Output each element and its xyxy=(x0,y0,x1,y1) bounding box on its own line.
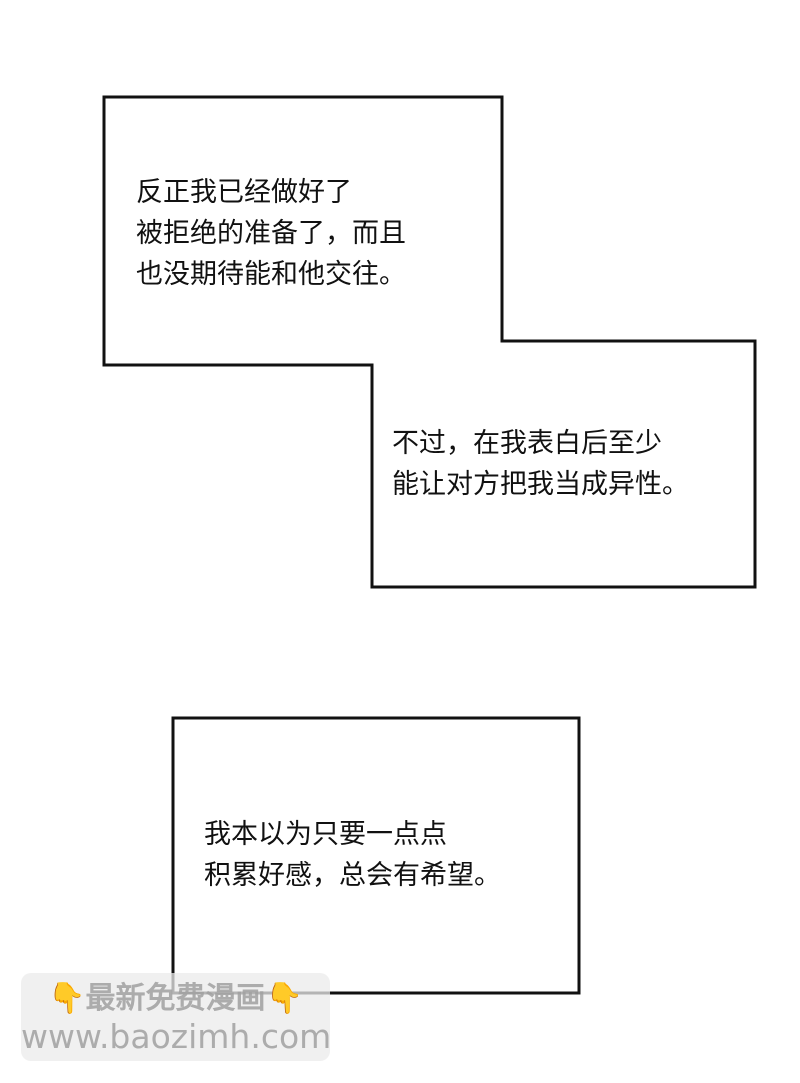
watermark: 👇最新免费漫画👇 www.baozimh.com xyxy=(21,973,332,1061)
caption-line: 被拒绝的准备了，而且 xyxy=(136,218,406,249)
caption-1: 反正我已经做好了 被拒绝的准备了，而且 也没期待能和他交往。 xyxy=(136,172,406,295)
caption-line: 不过，在我表白后至少 xyxy=(392,428,662,459)
caption-line: 积累好感，总会有希望。 xyxy=(204,860,501,891)
caption-line: 我本以为只要一点点 xyxy=(204,819,447,850)
pointing-down-hand-icon: 👇 xyxy=(48,981,86,1016)
caption-line: 反正我已经做好了 xyxy=(136,177,352,208)
pointing-down-hand-icon: 👇 xyxy=(265,981,303,1016)
caption-line: 能让对方把我当成异性。 xyxy=(392,469,689,500)
caption-line: 也没期待能和他交往。 xyxy=(136,259,406,290)
caption-3: 我本以为只要一点点 积累好感，总会有希望。 xyxy=(204,814,501,896)
watermark-title: 最新免费漫画 xyxy=(85,981,266,1016)
watermark-url: www.baozimh.com xyxy=(21,1017,332,1056)
caption-2: 不过，在我表白后至少 能让对方把我当成异性。 xyxy=(392,423,689,505)
caption-box-3 xyxy=(171,716,581,995)
merged-caption-box xyxy=(102,95,757,589)
